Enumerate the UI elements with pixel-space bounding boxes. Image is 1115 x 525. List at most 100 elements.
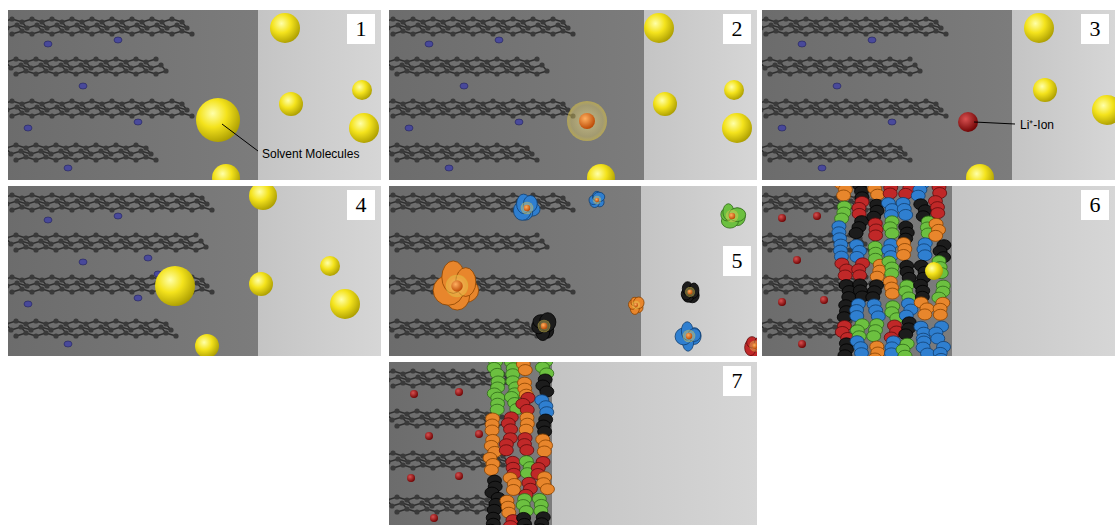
electrolyte-region bbox=[1012, 10, 1115, 180]
carbon-atom bbox=[123, 145, 128, 150]
carbon-atom bbox=[847, 56, 852, 61]
carbon-atom bbox=[435, 104, 440, 109]
carbon-atom bbox=[149, 16, 154, 21]
carbon-atom bbox=[470, 31, 475, 36]
carbon-atom bbox=[415, 22, 420, 27]
carbon-atom bbox=[103, 235, 108, 240]
carbon-atom bbox=[823, 192, 828, 197]
carbon-atom bbox=[153, 232, 158, 237]
carbon-atom bbox=[827, 56, 832, 61]
carbon-atom bbox=[400, 277, 405, 282]
carbon-atom bbox=[164, 201, 169, 206]
carbon-atom bbox=[823, 289, 828, 294]
solvent-molecule bbox=[349, 113, 379, 143]
carbon-atom bbox=[8, 283, 10, 288]
carbon-atom bbox=[484, 59, 489, 64]
carbon-atom bbox=[123, 321, 128, 326]
carbon-atom bbox=[33, 318, 38, 323]
carbon-atom bbox=[817, 68, 822, 73]
carbon-atom bbox=[509, 241, 514, 246]
carbon-atom bbox=[484, 330, 489, 335]
carbon-atom bbox=[124, 283, 129, 288]
carbon-atom bbox=[792, 148, 797, 153]
panel: 5 bbox=[389, 186, 757, 356]
carbon-atom bbox=[109, 207, 114, 212]
carbon-atom bbox=[9, 289, 14, 294]
carbon-atom bbox=[500, 110, 505, 115]
carbon-atom bbox=[818, 283, 823, 288]
carbon-atom bbox=[163, 244, 168, 249]
carbon-atom bbox=[475, 22, 480, 27]
carbon-atom bbox=[440, 19, 445, 24]
carbon-atom bbox=[184, 107, 189, 112]
carbon-atom bbox=[848, 104, 853, 109]
carbon-atom bbox=[560, 277, 565, 282]
carbon-atom bbox=[134, 280, 139, 285]
carbon-atom bbox=[762, 235, 763, 240]
carbon-atom bbox=[79, 195, 84, 200]
carbon-atom bbox=[183, 235, 188, 240]
carbon-atom bbox=[943, 113, 948, 118]
carbon-atom bbox=[89, 289, 94, 294]
carbon-atom bbox=[560, 204, 565, 209]
carbon-atom bbox=[813, 204, 818, 209]
carbon-atom bbox=[495, 198, 500, 203]
carbon-atom bbox=[9, 207, 14, 212]
carbon-atom bbox=[827, 333, 832, 338]
carbon-atom bbox=[23, 330, 28, 335]
carbon-atom bbox=[400, 195, 405, 200]
carbon-atom bbox=[494, 247, 499, 252]
carbon-atom bbox=[9, 16, 14, 21]
carbon-atom bbox=[99, 204, 104, 209]
carbon-atom bbox=[489, 151, 494, 156]
ion-halo bbox=[632, 301, 640, 309]
carbon-atom bbox=[470, 207, 475, 212]
carbon-atom bbox=[833, 101, 838, 106]
carbon-atom bbox=[43, 59, 48, 64]
carbon-atom bbox=[169, 113, 174, 118]
lithium-ion bbox=[541, 323, 547, 329]
intercalated-species bbox=[114, 213, 122, 219]
carbon-atom bbox=[168, 327, 173, 332]
carbon-atom bbox=[798, 283, 803, 288]
carbon-atom bbox=[439, 148, 444, 153]
carbon-atom bbox=[83, 330, 88, 335]
carbon-atom bbox=[475, 198, 480, 203]
carbon-atom bbox=[18, 324, 23, 329]
carbon-atom bbox=[509, 327, 514, 332]
carbon-atom bbox=[74, 22, 79, 27]
carbon-atom bbox=[69, 98, 74, 103]
carbon-atom bbox=[857, 154, 862, 159]
carbon-atom bbox=[158, 238, 163, 243]
carbon-atom bbox=[153, 56, 158, 61]
carbon-atom bbox=[454, 318, 459, 323]
carbon-atom bbox=[918, 107, 923, 112]
carbon-atom bbox=[862, 65, 867, 70]
intercalated-species bbox=[44, 41, 52, 47]
carbon-atom bbox=[797, 330, 802, 335]
carbon-atom bbox=[778, 25, 783, 30]
carbon-atom bbox=[469, 327, 474, 332]
carbon-atom bbox=[555, 104, 560, 109]
carbon-atom bbox=[104, 25, 109, 30]
carbon-atom bbox=[179, 195, 184, 200]
carbon-atom bbox=[143, 59, 148, 64]
carbon-atom bbox=[504, 330, 509, 335]
carbon-atom bbox=[119, 19, 124, 24]
carbon-atom bbox=[524, 68, 529, 73]
carbon-atom bbox=[440, 101, 445, 106]
carbon-atom bbox=[134, 104, 139, 109]
sei-deposit bbox=[899, 209, 913, 220]
carbon-atom bbox=[923, 113, 928, 118]
carbon-atom bbox=[484, 154, 489, 159]
carbon-atom bbox=[8, 65, 13, 70]
electrode-region bbox=[8, 186, 258, 356]
carbon-atom bbox=[762, 321, 763, 326]
carbon-atom bbox=[415, 104, 420, 109]
carbon-atom bbox=[19, 286, 24, 291]
carbon-atom bbox=[510, 98, 515, 103]
carbon-atom bbox=[94, 104, 99, 109]
carbon-atom bbox=[907, 157, 912, 162]
carbon-atom bbox=[763, 98, 768, 103]
carbon-atom bbox=[73, 142, 78, 147]
